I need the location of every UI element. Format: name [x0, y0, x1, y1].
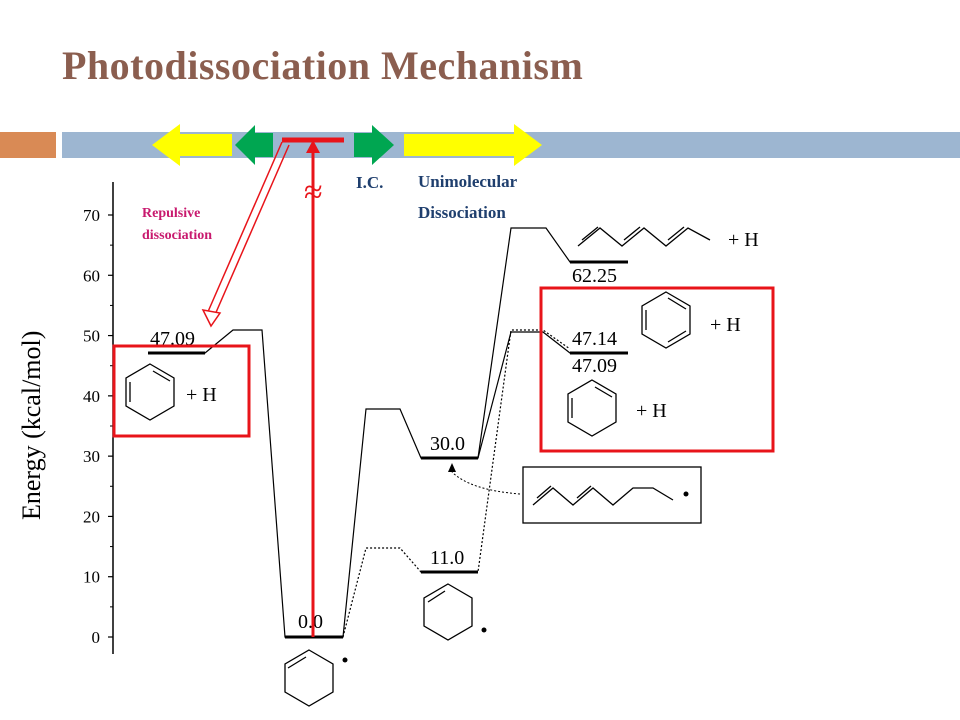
y-axis-label: Energy (kcal/mol): [17, 331, 46, 520]
direction-arrows: [152, 124, 542, 166]
energy-profile-solid: [148, 227, 628, 638]
repulsive-dissociation-arrow: [201, 141, 290, 328]
radical-dot-chain: [683, 491, 689, 497]
level-label-ground: 0.0: [298, 611, 323, 633]
radical-dot-intermediate: [481, 627, 487, 633]
energy-profile-dotted: [342, 329, 571, 638]
chain-radical-box: [522, 466, 702, 524]
y-tick-label: 30: [83, 447, 100, 466]
yellow-right-arrow-icon: [404, 124, 542, 166]
y-tick-label: 20: [83, 507, 100, 526]
plus-h-top: + H: [728, 229, 759, 251]
level-label-intermediate-b: 11.0: [430, 547, 464, 569]
approx-symbol: ≈: [304, 174, 323, 211]
chain-arrowhead-icon: [448, 463, 456, 472]
yellow-left-arrow-icon: [152, 124, 232, 166]
y-tick-label: 10: [83, 568, 100, 587]
molecule-product-left: [125, 363, 175, 421]
green-right-arrow-icon: [354, 125, 394, 165]
plus-h-left: + H: [186, 384, 217, 406]
molecule-ground-radical: [284, 649, 334, 707]
level-label-product-mid-lower: 47.09: [572, 355, 617, 377]
radical-dot-ground: [342, 657, 348, 663]
molecule-intermediate-radical: [423, 583, 473, 641]
level-label-product-top: 62.25: [572, 265, 617, 287]
molecule-product-benzene: [641, 291, 691, 349]
product-right-highlight-box: [539, 286, 775, 453]
energy-profile-solid-branch: [477, 331, 628, 459]
header-accent-bar: [0, 132, 56, 158]
chain-to-level-dotted-arrow: [451, 471, 521, 495]
slide-title: Photodissociation Mechanism: [62, 43, 584, 88]
excitation-arrow: [306, 140, 320, 637]
level-label-product-mid-upper: 47.14: [572, 328, 617, 350]
level-label-intermediate-a: 30.0: [430, 433, 465, 455]
ic-label: I.C.: [356, 173, 383, 192]
repulsive-label-line2: dissociation: [142, 228, 212, 243]
unimolecular-label-line1: Unimolecular: [418, 172, 518, 191]
plus-h-right-lower: + H: [636, 400, 667, 422]
y-tick-label: 0: [92, 628, 101, 647]
y-tick-label: 40: [83, 387, 100, 406]
plus-h-benzene: + H: [710, 314, 741, 336]
y-tick-label: 70: [83, 206, 100, 225]
product-left-highlight-box: [112, 344, 251, 438]
y-axis: 0 10 20 30 40 50 60 70: [83, 182, 114, 654]
molecule-product-right-lower: [567, 379, 617, 437]
y-tick-label: 60: [83, 266, 100, 285]
unimolecular-label-line2: Dissociation: [418, 203, 506, 222]
molecule-product-top: [577, 226, 711, 247]
green-left-arrow-icon: [235, 125, 273, 165]
y-tick-label: 50: [83, 327, 100, 346]
molecule-chain-radical: [532, 485, 674, 506]
repulsive-label-line1: Repulsive: [142, 206, 200, 221]
